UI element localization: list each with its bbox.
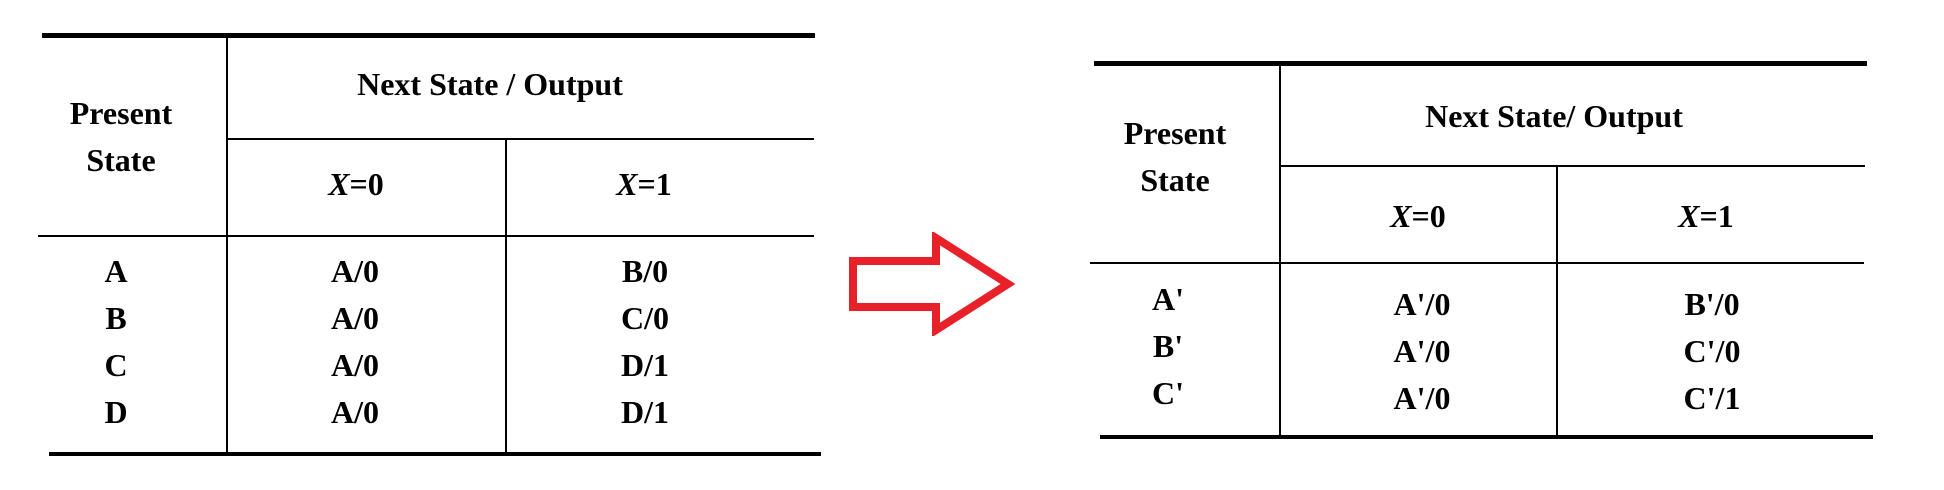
x-val: =1 bbox=[637, 166, 672, 202]
row-state: A' bbox=[1152, 281, 1184, 317]
row-state: A bbox=[104, 253, 128, 289]
row-x0: A'/0 bbox=[1393, 286, 1451, 322]
top-rule bbox=[1094, 61, 1867, 66]
row-x1: B'/0 bbox=[1684, 286, 1740, 322]
x-val: =0 bbox=[1411, 198, 1446, 234]
x-val: =0 bbox=[349, 166, 384, 202]
column-divider bbox=[1556, 167, 1558, 437]
header-x1: X=1 bbox=[1678, 200, 1734, 232]
x-var: X bbox=[1390, 198, 1412, 234]
right-arrow-icon bbox=[849, 232, 1016, 336]
header-divider bbox=[1280, 165, 1865, 167]
row-state: B' bbox=[1152, 328, 1184, 364]
header-rule bbox=[38, 235, 814, 237]
header-next-state-output: Next State/ Output bbox=[1425, 98, 1683, 134]
row-state: D bbox=[104, 394, 128, 430]
row-state: B bbox=[105, 300, 127, 336]
row-x1: C/0 bbox=[621, 300, 669, 336]
header-x0: X=0 bbox=[328, 168, 384, 200]
row-x1: D/1 bbox=[621, 347, 669, 383]
header-present: Present bbox=[1123, 115, 1227, 151]
top-rule bbox=[42, 33, 815, 38]
row-state: C' bbox=[1152, 375, 1184, 411]
x-var: X bbox=[616, 166, 638, 202]
row-x1: D/1 bbox=[621, 394, 669, 430]
row-x1: C'/1 bbox=[1683, 380, 1741, 416]
column-divider bbox=[505, 140, 507, 454]
row-x0: A/0 bbox=[331, 300, 379, 336]
row-state: C bbox=[104, 347, 128, 383]
x-var: X bbox=[1678, 198, 1700, 234]
header-rule bbox=[1090, 262, 1864, 264]
row-x0: A/0 bbox=[331, 347, 379, 383]
x-var: X bbox=[328, 166, 350, 202]
column-divider bbox=[226, 38, 228, 454]
row-x1: C'/0 bbox=[1683, 333, 1741, 369]
bottom-rule bbox=[49, 452, 821, 456]
header-x0: X=0 bbox=[1390, 200, 1446, 232]
bottom-rule bbox=[1100, 435, 1873, 439]
column-divider bbox=[1279, 66, 1281, 437]
header-state: State bbox=[86, 142, 156, 178]
header-divider bbox=[227, 138, 814, 140]
row-x0: A/0 bbox=[331, 253, 379, 289]
header-present: Present bbox=[69, 95, 173, 131]
header-x1: X=1 bbox=[616, 168, 672, 200]
row-x0: A'/0 bbox=[1393, 380, 1451, 416]
header-next-state-output: Next State / Output bbox=[357, 66, 623, 102]
row-x1: B/0 bbox=[621, 253, 669, 289]
header-state: State bbox=[1140, 162, 1210, 198]
row-x0: A'/0 bbox=[1393, 333, 1451, 369]
row-x0: A/0 bbox=[331, 394, 379, 430]
x-val: =1 bbox=[1699, 198, 1734, 234]
